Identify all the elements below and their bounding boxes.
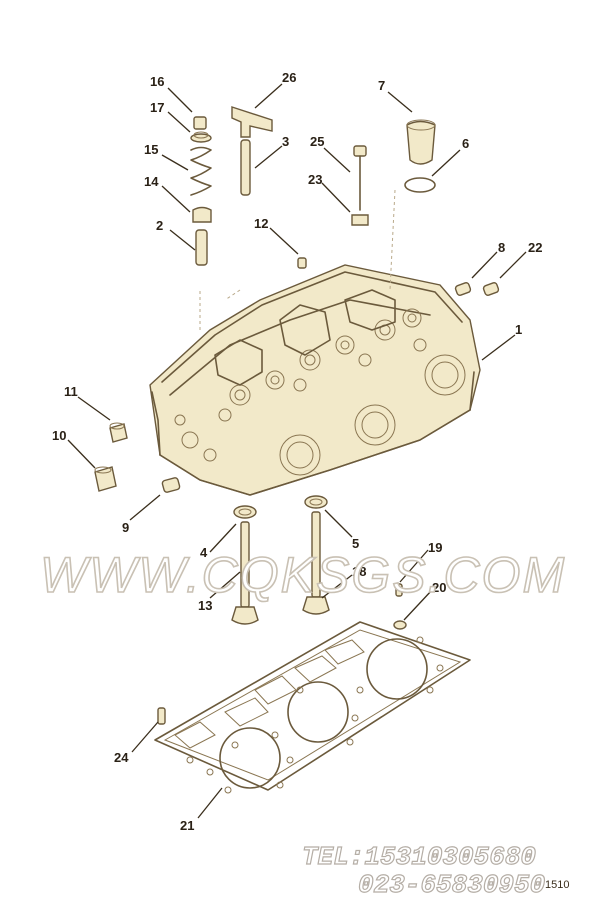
cylinder-head bbox=[149, 189, 481, 496]
callout-10: 10 bbox=[52, 428, 66, 443]
callout-24: 24 bbox=[114, 750, 129, 765]
valve-seat-4 bbox=[233, 505, 257, 519]
valve-keeper bbox=[193, 116, 207, 130]
ring-20 bbox=[393, 620, 407, 630]
cup-plug-11 bbox=[109, 422, 128, 443]
plug-12 bbox=[297, 257, 307, 269]
callout-5: 5 bbox=[352, 536, 359, 551]
callout-9: 9 bbox=[122, 520, 129, 535]
callout-4: 4 bbox=[200, 545, 208, 560]
injector-sleeve bbox=[406, 119, 436, 165]
callout-13: 13 bbox=[198, 598, 212, 613]
figure-code: 1510 bbox=[545, 879, 569, 891]
callout-6: 6 bbox=[462, 136, 469, 151]
callout-labels: 16 17 15 14 2 26 3 7 6 25 23 12 8 22 1 1… bbox=[52, 70, 542, 833]
callout-12: 12 bbox=[254, 216, 268, 231]
head-bolt bbox=[353, 145, 367, 211]
intake-valve bbox=[231, 521, 259, 625]
callout-11: 11 bbox=[64, 384, 78, 399]
leader-lines bbox=[67, 83, 527, 819]
valve-stem-seal bbox=[192, 206, 212, 223]
callout-22: 22 bbox=[528, 240, 542, 255]
callout-14: 14 bbox=[144, 174, 159, 189]
valve-guide bbox=[195, 229, 208, 266]
threaded-plug-22 bbox=[482, 282, 500, 296]
cup-plug-10 bbox=[94, 466, 117, 492]
callout-26: 26 bbox=[282, 70, 296, 85]
callout-17: 17 bbox=[150, 100, 164, 115]
dowel-24 bbox=[157, 707, 166, 725]
head-gasket bbox=[154, 621, 471, 794]
callout-18: 18 bbox=[352, 564, 366, 579]
threaded-plug-9 bbox=[161, 477, 181, 493]
valve-seat-5 bbox=[304, 495, 328, 509]
callout-3: 3 bbox=[282, 134, 289, 149]
callout-7: 7 bbox=[378, 78, 385, 93]
callout-19: 19 bbox=[428, 540, 442, 555]
threaded-plug-8 bbox=[454, 282, 472, 296]
pushrod bbox=[240, 139, 251, 196]
o-ring bbox=[404, 177, 436, 193]
callout-1: 1 bbox=[515, 322, 522, 337]
callout-20: 20 bbox=[432, 580, 446, 595]
bolt-washer bbox=[351, 214, 369, 226]
exhaust-valve bbox=[302, 511, 330, 615]
phone-watermark: 023-65830950 bbox=[358, 870, 545, 900]
website-watermark: WWW.CQKSGS.COM bbox=[40, 547, 566, 603]
telephone-watermark: TEL:15310305680 bbox=[302, 842, 536, 872]
callout-15: 15 bbox=[144, 142, 158, 157]
spring-retainer bbox=[190, 131, 212, 143]
dowel-19 bbox=[395, 583, 403, 597]
crosshead bbox=[231, 106, 273, 138]
callout-23: 23 bbox=[308, 172, 322, 187]
callout-16: 16 bbox=[150, 74, 164, 89]
valve-spring bbox=[190, 146, 212, 196]
callout-21: 21 bbox=[180, 818, 194, 833]
callout-25: 25 bbox=[310, 134, 324, 149]
callout-8: 8 bbox=[498, 240, 505, 255]
callout-2: 2 bbox=[156, 218, 163, 233]
